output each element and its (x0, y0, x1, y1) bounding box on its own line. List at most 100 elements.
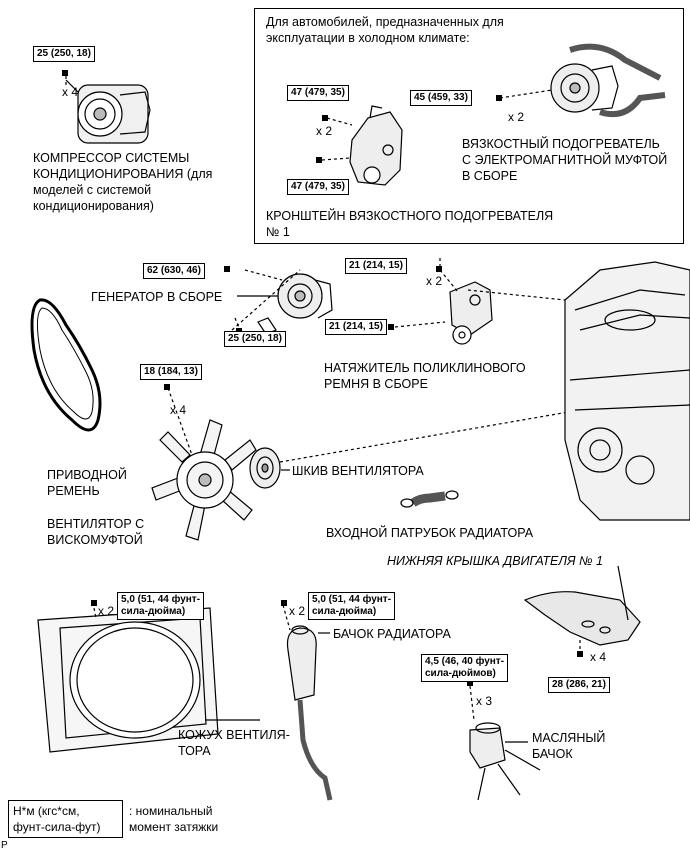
bolt-icon-bracket-b (316, 157, 322, 163)
torque-oil-tank-line2: сила-дюймов) (425, 668, 496, 679)
heater-label-line2: С ЭЛЕКТРОМАГНИТНОЙ МУФТОЙ (462, 153, 668, 167)
torque-heater: 45 (459, 33) (410, 90, 472, 106)
torque-oil-tank-line1: 4,5 (46, 40 фунт- (425, 656, 505, 667)
tensioner-mid-leader (394, 321, 446, 328)
hose-label: ВХОДНОЙ ПАТРУБОК РАДИАТОРА (326, 526, 534, 540)
pulley-label: ШКИВ ВЕНТИЛЯТОРА (292, 464, 424, 478)
engine-drawing (564, 261, 690, 521)
bolt-icon-tank (281, 600, 287, 606)
generator-lower-leader (234, 317, 241, 331)
cold-climate-frame (254, 8, 684, 244)
inlet-hose-drawing (400, 490, 459, 508)
belt-label-line1: ПРИВОДНОЙ (47, 468, 127, 482)
bolt-icon-undercover (577, 651, 583, 657)
torque-shroud-line1: 5,0 (51, 44 фунт- (121, 594, 201, 605)
torque-undercover: 28 (286, 21) (548, 677, 610, 693)
torque-shroud: 5,0 (51, 44 фунт- сила-дюйма) (117, 592, 205, 620)
compressor-label-line3: моделей с системой (33, 183, 152, 197)
shroud-label-line1: КОЖУХ ВЕНТИЛЯ- (178, 728, 290, 742)
qty-tank: x 2 (289, 604, 306, 618)
torque-tank-line2: сила-дюйма) (312, 606, 377, 617)
tensioner-bolt-leader (439, 269, 459, 293)
qty-fan: x 4 (170, 403, 187, 417)
tensioner-drawing (449, 281, 493, 345)
torque-shroud-line2: сила-дюйма) (121, 606, 186, 617)
fan-shroud-drawing (37, 607, 219, 753)
oil-reservoir-drawing (469, 722, 541, 801)
compressor-label-line2: КОНДИЦИОНИРОВАНИЯ (для (33, 167, 213, 181)
cold-climate-title-line2: эксплуатации в холодном климате: (266, 31, 470, 45)
torque-bracket-a: 47 (479, 35) (287, 85, 349, 101)
drive-belt-inner (36, 307, 94, 420)
heater-bracket-drawing (349, 105, 403, 186)
generator-bolt-leader (244, 269, 283, 281)
undercover-label-leader (617, 565, 629, 621)
bolt-icon-oil (467, 680, 473, 686)
torque-tensioner-top: 21 (214, 15) (345, 258, 407, 274)
bolt-icon-fan (164, 384, 170, 390)
bolt-icons (62, 70, 583, 686)
bolt-icon-shroud (91, 600, 97, 606)
torque-generator-bottom: 25 (250, 18) (224, 331, 286, 347)
heater-bolt-leader (499, 89, 553, 99)
bolt-icon-heater (496, 95, 502, 101)
tensioner-label-line2: РЕМНЯ В СБОРЕ (324, 377, 428, 391)
qty-bracket-a: x 2 (316, 124, 333, 138)
engine-top-leader (467, 289, 566, 301)
qty-tensioner: x 2 (426, 274, 443, 288)
shroud-bolt-leader (93, 607, 97, 619)
bolt-icon-bracket-a (322, 115, 328, 121)
compressor-label-line1: КОМПРЕССОР СИСТЕМЫ (33, 151, 190, 165)
bolt-icon-compressor (62, 70, 68, 76)
oil-reservoir-bolt-leader (469, 685, 475, 721)
legend-key-line2: фунт-сила-фут) (13, 820, 101, 834)
shroud-label-line2: ТОРА (178, 744, 211, 758)
legend-desc-line1: : номинальный (129, 804, 213, 818)
oil-tank-label-line2: БАЧОК (532, 747, 573, 761)
torque-compressor: 25 (250, 18) (33, 46, 95, 62)
undercover-label: НИЖНЯЯ КРЫШКА ДВИГАТЕЛЯ № 1 (387, 554, 603, 568)
bracket-label-line1: КРОНШТЕЙН ВЯЗКОСТНОГО ПОДОГРЕВАТЕЛЯ (266, 209, 554, 223)
legend-key-line1: Н*м (кгс*см, (13, 804, 80, 818)
torque-generator-top: 62 (630, 46) (143, 263, 205, 279)
fan-drawing (151, 419, 257, 541)
figure-code: P (1, 840, 8, 851)
belt-label-line2: РЕМЕНЬ (47, 484, 100, 498)
legend-desc-line2: момент затяжки (129, 820, 219, 834)
torque-oil-tank: 4,5 (46, 40 фунт- сила-дюймов) (421, 654, 509, 682)
tank-label: БАЧОК РАДИАТОРА (333, 627, 451, 641)
pulley-to-engine-leader (279, 409, 581, 463)
qty-compressor: x 4 (62, 85, 79, 99)
cold-climate-title-line1: Для автомобилей, предназначенных для (266, 15, 504, 29)
generator-label: ГЕНЕРАТОР В СБОРЕ (91, 290, 223, 304)
viscous-heater-drawing (550, 43, 666, 118)
bracket-bolt-leader-a (326, 117, 353, 126)
bracket-bolt-leader-b (321, 157, 351, 161)
qty-shroud: x 2 (98, 604, 115, 618)
fan-label-line2: ВИСКОМУФТОЙ (47, 533, 143, 547)
qty-heater: x 2 (508, 110, 525, 124)
legend-key-box (8, 800, 123, 838)
bolt-icon-tensioner-top (436, 266, 442, 272)
reservoir-drawing (282, 604, 333, 801)
heater-label-line1: ВЯЗКОСТНЫЙ ПОДОГРЕВАТЕЛЬ (462, 137, 660, 151)
bracket-label-line2: № 1 (266, 225, 290, 239)
pulley-drawing (249, 447, 281, 489)
generator-drawing (257, 273, 333, 335)
torque-bracket-b: 47 (479, 35) (287, 179, 349, 195)
drive-belt-drawing (30, 298, 102, 432)
fan-label-line1: ВЕНТИЛЯТОР С (47, 517, 145, 531)
bolt-icon-tensioner-mid (388, 324, 394, 330)
compressor-drawing (65, 79, 151, 144)
tensioner-label-line1: НАТЯЖИТЕЛЬ ПОЛИКЛИНОВОГО (324, 361, 526, 375)
undercover-drawing (523, 591, 641, 646)
torque-fan: 18 (184, 13) (140, 364, 202, 380)
bolt-icon-generator-top (224, 266, 230, 272)
qty-oil-tank: x 3 (476, 694, 493, 708)
heater-label-line3: В СБОРЕ (462, 169, 518, 183)
torque-tank-line1: 5,0 (51, 44 фунт- (312, 594, 392, 605)
torque-tank: 5,0 (51, 44 фунт- сила-дюйма) (308, 592, 396, 620)
oil-tank-label-line1: МАСЛЯНЫЙ (532, 731, 606, 745)
